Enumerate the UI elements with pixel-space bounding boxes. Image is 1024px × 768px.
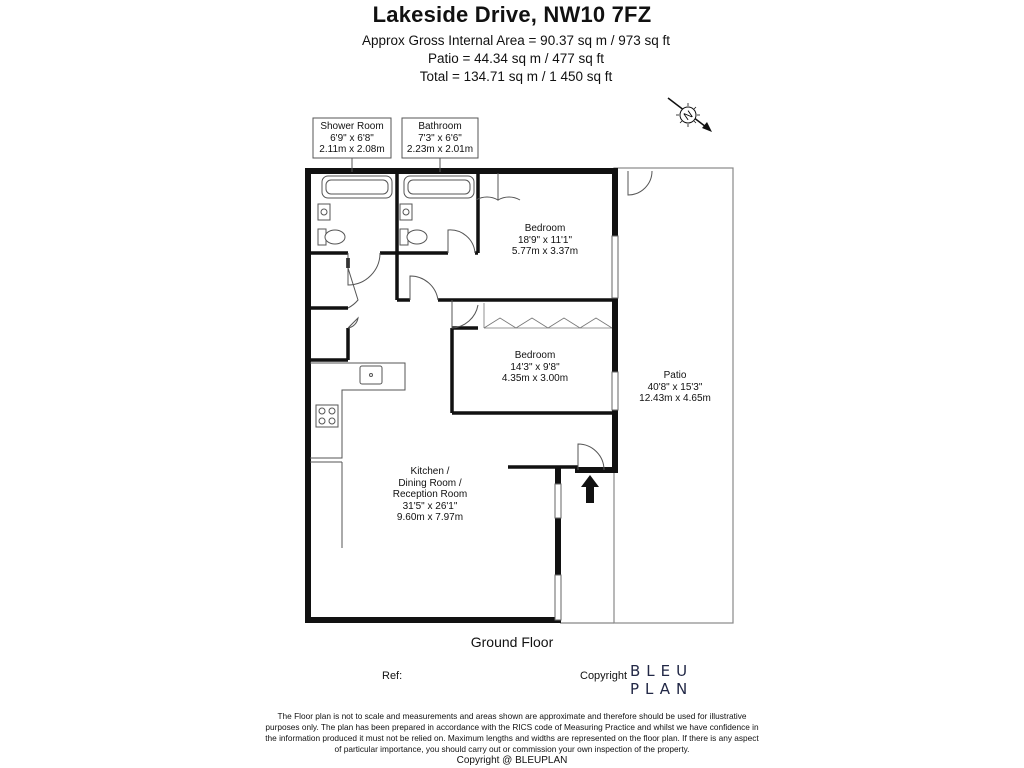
floor-label: Ground Floor <box>470 634 554 650</box>
disclaimer-text: The Floor plan is not to scale and measu… <box>265 711 759 754</box>
shower-room-label-box <box>312 117 392 159</box>
copyright-label: Copyright <box>580 670 628 682</box>
label-leaders <box>351 158 441 172</box>
doors <box>347 170 653 471</box>
internal-area-text: Approx Gross Internal Area = 90.37 sq m … <box>361 33 671 48</box>
kitchen-units <box>310 362 406 548</box>
entrance-arrow-icon <box>581 475 599 503</box>
bathroom-label-box <box>401 117 479 159</box>
total-area-text: Total = 134.71 sq m / 1 450 sq ft <box>419 69 613 84</box>
walls <box>305 168 618 623</box>
footer-copyright: Copyright @ BLEUPLAN <box>456 755 568 766</box>
windows <box>554 235 619 621</box>
kitchen-label: Kitchen /Dining Room /Reception Room 31'… <box>392 466 468 523</box>
plan-title: Lakeside Drive, NW10 7FZ <box>372 2 652 27</box>
sanitary-fixtures <box>317 203 428 246</box>
bathtubs <box>321 175 475 199</box>
ref-label: Ref: <box>382 670 403 682</box>
patio-area-text: Patio = 44.34 sq m / 477 sq ft <box>428 51 604 66</box>
wardrobe-bedroom-2 <box>483 303 613 329</box>
internal-walls <box>310 173 615 469</box>
compass-icon: N <box>667 97 712 132</box>
